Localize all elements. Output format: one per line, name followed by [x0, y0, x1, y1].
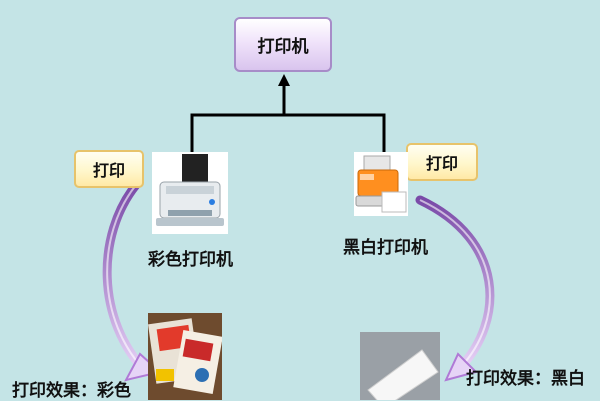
color-print-sample-icon — [148, 313, 222, 400]
blank-paper-sample-icon — [360, 332, 440, 400]
root-label: 打印机 — [257, 37, 309, 57]
color-printer-label: 彩色打印机 — [148, 250, 233, 270]
root-node: 打印机 — [234, 17, 332, 72]
print-tag-left: 打印 — [74, 150, 144, 188]
print-tag-right-label: 打印 — [425, 154, 458, 173]
mono-printer-icon — [354, 152, 408, 216]
color-print-result-label: 打印效果：彩色 — [12, 381, 131, 401]
left-curve-arrow — [102, 180, 151, 377]
right-curve-arrowhead — [444, 352, 478, 382]
up-arrowhead — [278, 74, 290, 86]
color-printer-icon — [152, 152, 228, 234]
tree-connector — [190, 113, 386, 152]
mono-print-result-label: 打印效果：黑白 — [466, 369, 585, 389]
mono-printer-label: 黑白打印机 — [343, 238, 428, 258]
print-tag-right: 打印 — [406, 143, 478, 181]
print-tag-left-label: 打印 — [92, 161, 125, 180]
